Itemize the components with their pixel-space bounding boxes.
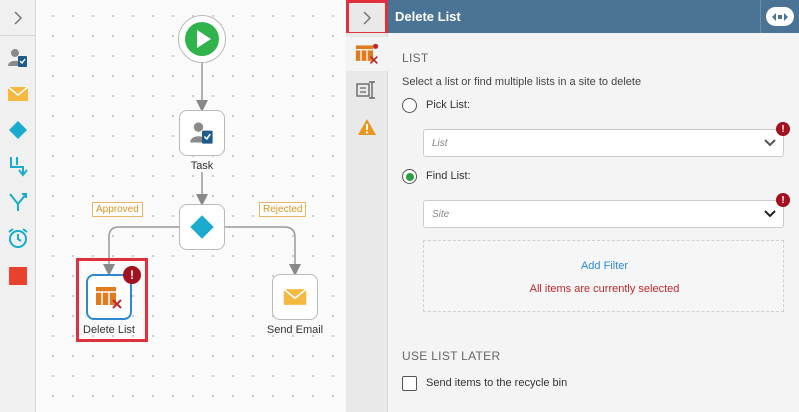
- config-panel: Delete List: [346, 0, 799, 412]
- recycle-bin-checkbox[interactable]: [402, 376, 417, 391]
- chevron-down-icon: [764, 139, 776, 147]
- play-icon: [185, 22, 219, 56]
- pick-list-radio[interactable]: [402, 98, 417, 113]
- diamond-icon: [9, 121, 27, 139]
- user-task-icon: [8, 49, 27, 67]
- alarm-clock-icon: [8, 228, 28, 248]
- chevron-right-icon: [363, 10, 372, 25]
- start-node[interactable]: [178, 15, 226, 63]
- filter-box: Add Filter All items are currently selec…: [423, 240, 784, 312]
- site-error-icon: !: [776, 193, 790, 207]
- site-select-placeholder: Site: [432, 209, 450, 220]
- node-error-badge: !: [123, 266, 141, 284]
- text-cursor-icon: [356, 81, 375, 99]
- tab-properties[interactable]: [346, 73, 388, 107]
- header-divider: [760, 0, 761, 33]
- tab-errors[interactable]: [346, 110, 388, 144]
- toolbox-item-stop[interactable]: [4, 262, 32, 290]
- find-list-label: Find List:: [426, 170, 471, 182]
- delete-list-node-label: Delete List: [83, 324, 135, 336]
- list-select-placeholder: List: [432, 138, 448, 149]
- panel-collapse-button[interactable]: [346, 0, 388, 35]
- split-arrow-icon: [9, 193, 27, 211]
- list-section-title: LIST: [402, 51, 429, 65]
- pick-list-label: Pick List:: [426, 99, 471, 111]
- envelope-icon: [283, 288, 307, 305]
- workflow-canvas[interactable]: Task Approved Rejected ! Delete List Sen…: [37, 0, 346, 412]
- toolbox-expand-button[interactable]: [0, 0, 36, 36]
- find-list-radio[interactable]: [402, 169, 417, 184]
- warning-icon: [358, 119, 376, 135]
- recycle-bin-label: Send items to the recycle bin: [426, 377, 568, 389]
- stop-square-icon: [9, 267, 27, 285]
- branch-label-approved: Approved: [92, 202, 143, 217]
- panel-header: Delete List: [346, 0, 799, 33]
- add-filter-link[interactable]: Add Filter: [580, 260, 629, 272]
- user-task-icon: [190, 122, 213, 144]
- list-select[interactable]: List: [423, 129, 784, 157]
- merge-arrow-icon: [10, 157, 28, 177]
- toolbox-item-split[interactable]: [4, 188, 32, 216]
- branch-label-rejected: Rejected: [259, 202, 307, 217]
- envelope-icon: [7, 86, 29, 101]
- collapse-all-icon: [772, 12, 788, 21]
- task-node-label: Task: [190, 160, 214, 172]
- send-email-node-label: Send Email: [266, 324, 324, 336]
- chevron-down-icon: [764, 210, 776, 218]
- tab-configuration[interactable]: [346, 37, 388, 71]
- toolbox-item-condition[interactable]: [4, 116, 32, 144]
- list-error-icon: !: [776, 122, 790, 136]
- delete-list-icon: [96, 287, 122, 309]
- task-node[interactable]: [179, 110, 225, 156]
- selection-highlight: [76, 258, 148, 342]
- connector-lines: [103, 63, 301, 276]
- filter-status-message: All items are currently selected: [529, 283, 680, 295]
- panel-header-button[interactable]: [766, 7, 794, 26]
- list-section-description: Select a list or find multiple lists in …: [402, 76, 642, 88]
- toolbox-item-timer[interactable]: [4, 224, 32, 252]
- delete-list-icon: [355, 43, 378, 65]
- toolbox-item-email[interactable]: [4, 80, 32, 108]
- panel-title: Delete List: [395, 9, 461, 24]
- panel-tabs: [346, 33, 388, 412]
- condition-node[interactable]: [179, 204, 225, 250]
- toolbox-item-task[interactable]: [4, 44, 32, 72]
- later-section-title: USE LIST LATER: [402, 349, 501, 363]
- site-select[interactable]: Site: [423, 200, 784, 228]
- delete-list-node[interactable]: [86, 274, 132, 320]
- toolbox-sidebar: [0, 0, 36, 412]
- diamond-icon: [190, 215, 214, 239]
- toolbox-item-merge[interactable]: [4, 152, 32, 180]
- chevron-right-icon: [14, 10, 23, 25]
- send-email-node[interactable]: [272, 274, 318, 320]
